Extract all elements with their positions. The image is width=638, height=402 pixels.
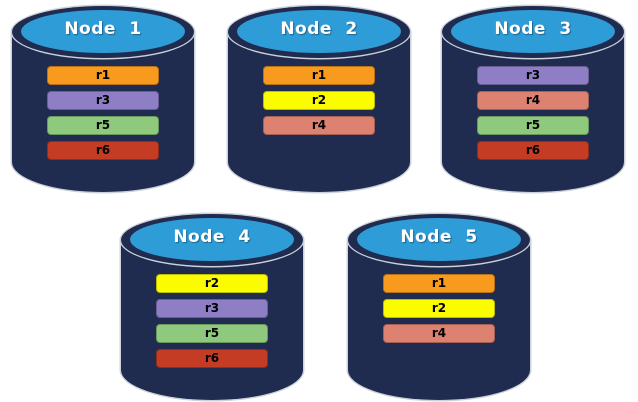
node-title: Node 3 (494, 19, 572, 39)
node-cylinder: Node 3 r3 r4 r5 r6 (442, 6, 624, 192)
node-cylinder: Node 5 r1 r2 r4 (348, 214, 530, 400)
node-title: Node 4 (173, 227, 251, 247)
cylinder-top (228, 6, 410, 58)
replica-bar-r5: r5 (156, 324, 268, 343)
replica-bar-r2: r2 (263, 91, 375, 110)
replica-bar-r2: r2 (383, 299, 495, 318)
node-title: Node 1 (64, 19, 142, 39)
replica-bar-r2: r2 (156, 274, 268, 293)
cylinder-body (12, 32, 194, 192)
cylinder-body (228, 32, 410, 192)
replica-bar-r5: r5 (477, 116, 589, 135)
replica-bar-list: r1 r2 r4 (263, 66, 375, 141)
replica-bar-r6: r6 (47, 141, 159, 160)
cylinder-body (442, 32, 624, 192)
replica-bar-r1: r1 (47, 66, 159, 85)
cylinder-top (12, 6, 194, 58)
node-title: Node 5 (400, 227, 478, 247)
cylinder-top-face (357, 218, 521, 261)
replica-bar-r1: r1 (383, 274, 495, 293)
replica-bar-list: r1 r2 r4 (383, 274, 495, 349)
cylinder-top-face (21, 10, 185, 53)
cylinder-top (121, 214, 303, 266)
replica-bar-r4: r4 (263, 116, 375, 135)
replica-bar-r6: r6 (477, 141, 589, 160)
replica-bar-list: r1 r3 r5 r6 (47, 66, 159, 166)
node-cylinder: Node 1 r1 r3 r5 r6 (12, 6, 194, 192)
cylinder-top (442, 6, 624, 58)
replica-bar-r3: r3 (47, 91, 159, 110)
cylinder-top-face (451, 10, 615, 53)
cylinder-top-face (130, 218, 294, 261)
replica-bar-r3: r3 (477, 66, 589, 85)
cylinder-body (348, 240, 530, 400)
replica-bar-list: r2 r3 r5 r6 (156, 274, 268, 374)
cylinder-top (348, 214, 530, 266)
node-cylinder: Node 4 r2 r3 r5 r6 (121, 214, 303, 400)
node-cylinder: Node 2 r1 r2 r4 (228, 6, 410, 192)
replica-bar-r4: r4 (477, 91, 589, 110)
replica-bar-r1: r1 (263, 66, 375, 85)
replica-bar-r3: r3 (156, 299, 268, 318)
cylinder-top-face (237, 10, 401, 53)
replica-bar-r5: r5 (47, 116, 159, 135)
node-title: Node 2 (280, 19, 358, 39)
cylinder-body (121, 240, 303, 400)
replica-bar-r4: r4 (383, 324, 495, 343)
replica-bar-list: r3 r4 r5 r6 (477, 66, 589, 166)
replica-bar-r6: r6 (156, 349, 268, 368)
